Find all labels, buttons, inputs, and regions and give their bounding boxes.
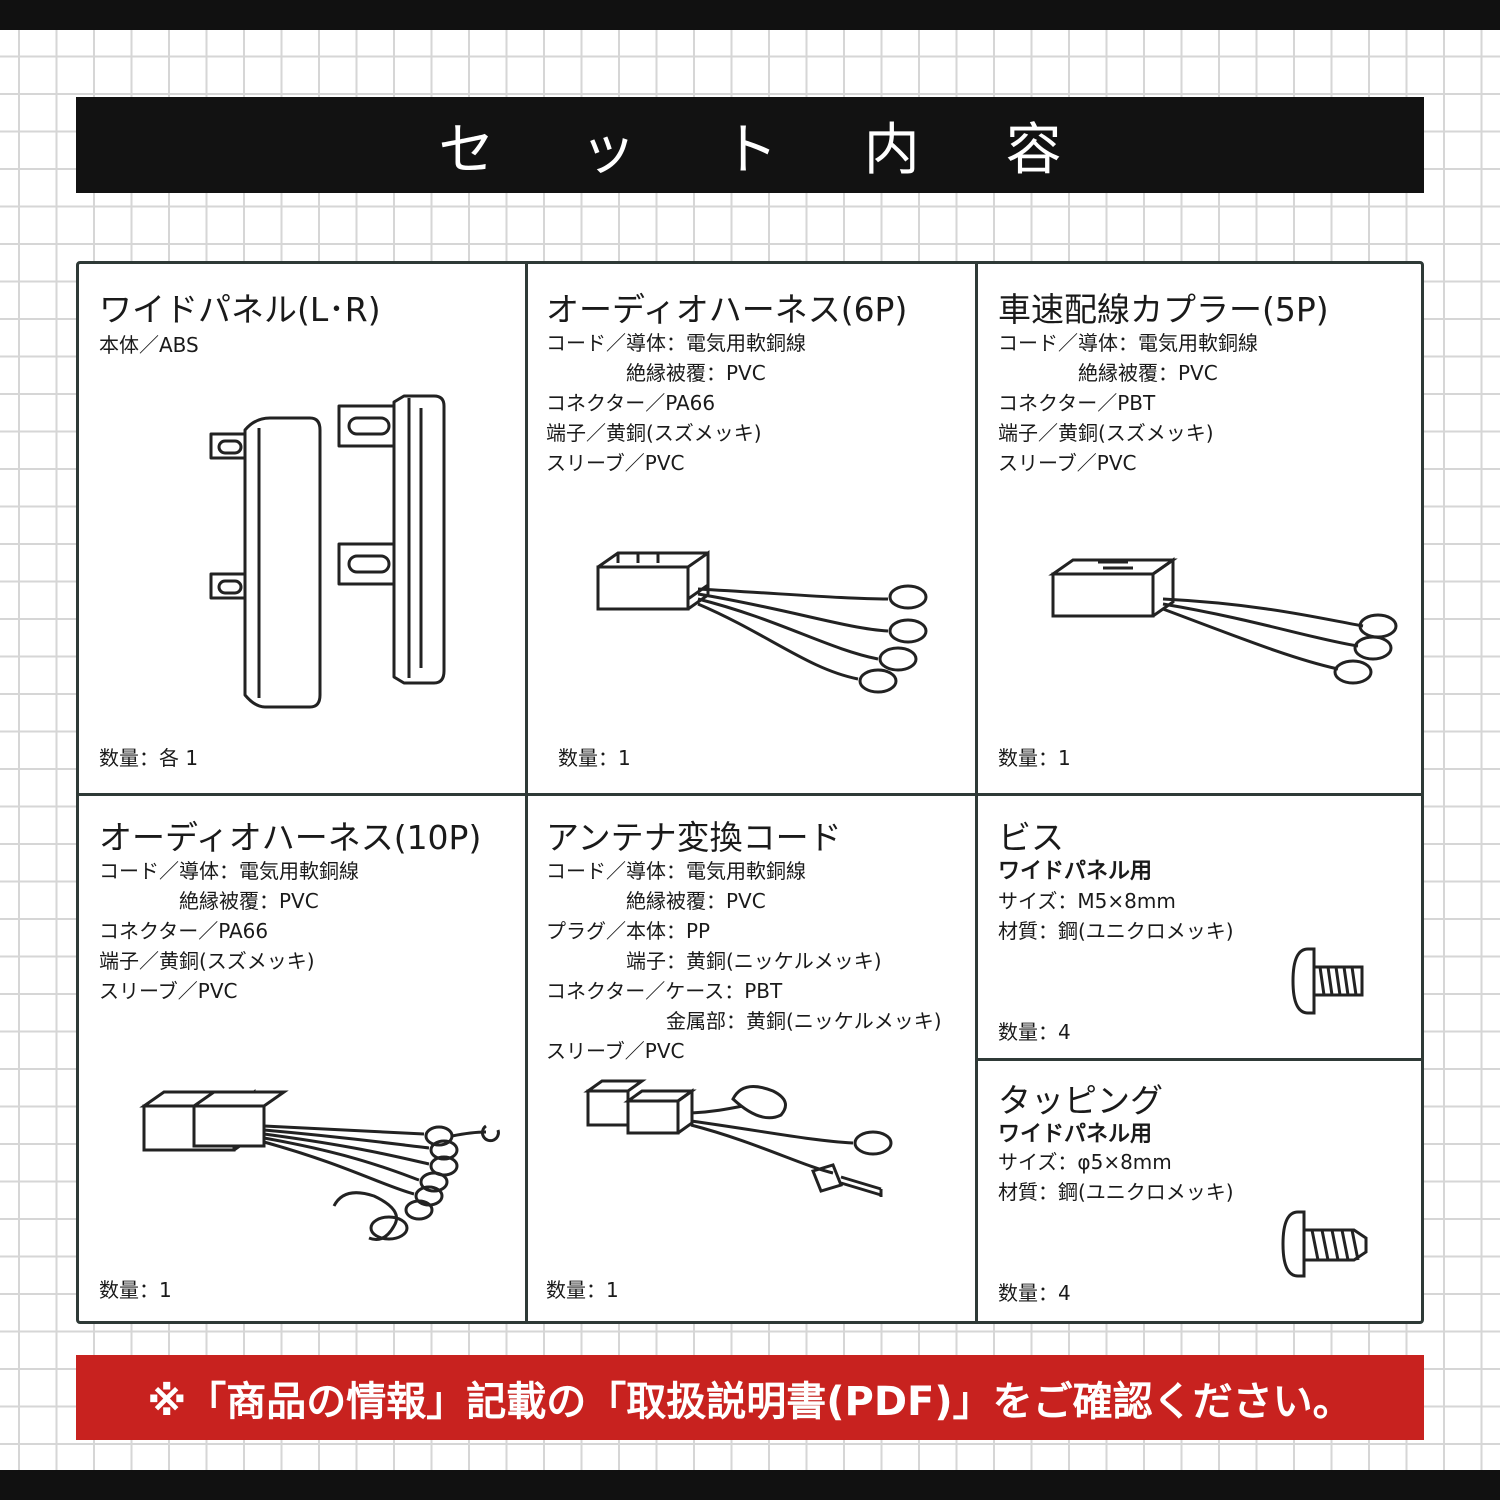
item-audio-harness-10p: オーディオハーネス(10P) コード／導体：電気用軟銅線 絶縁被覆：PVC コネ… bbox=[79, 796, 525, 1321]
item-tapping-screw: タッピング ワイドパネル用 サイズ：φ5×8mm 材質：鋼(ユニクロメッキ) 数… bbox=[978, 1061, 1421, 1321]
item-title: オーディオハーネス(6P) bbox=[546, 290, 908, 329]
item-quantity: 数量：1 bbox=[558, 746, 631, 770]
grid-divider-vertical-1 bbox=[525, 264, 528, 1321]
antenna-cord-illustration bbox=[583, 1079, 893, 1197]
item-quantity: 数量：各 1 bbox=[99, 746, 199, 770]
item-spec: プラグ／本体：PP bbox=[546, 919, 711, 943]
harness-10p-illustration bbox=[139, 1089, 500, 1241]
item-spec: コネクター／PA66 bbox=[546, 391, 716, 415]
item-quantity: 数量：1 bbox=[546, 1278, 619, 1302]
coupler-5p-illustration bbox=[1048, 557, 1398, 685]
item-wide-panel: ワイドパネル(L･R) 本体／ABS 数量：各 1 bbox=[79, 264, 525, 793]
item-quantity: 数量：4 bbox=[998, 1020, 1071, 1044]
item-spec: 金属部：黄銅(ニッケルメッキ) bbox=[666, 1009, 942, 1033]
grid-divider-vertical-2 bbox=[975, 264, 978, 1321]
item-spec: 絶縁被覆：PVC bbox=[626, 889, 766, 913]
notice-banner: ※「商品の情報」記載の「取扱説明書(PDF)」をご確認ください。 bbox=[76, 1355, 1424, 1440]
item-spec: コード／導体：電気用軟銅線 bbox=[99, 859, 359, 883]
item-spec: 端子：黄銅(ニッケルメッキ) bbox=[626, 949, 882, 973]
item-spec: コネクター／ケース：PBT bbox=[546, 979, 783, 1003]
item-speed-coupler-5p: 車速配線カプラー(5P) コード／導体：電気用軟銅線 絶縁被覆：PVC コネクタ… bbox=[978, 264, 1421, 793]
item-spec: コネクター／PA66 bbox=[99, 919, 269, 943]
item-spec: コード／導体：電気用軟銅線 bbox=[998, 331, 1258, 355]
item-title: アンテナ変換コード bbox=[546, 818, 842, 857]
item-spec: コード／導体：電気用軟銅線 bbox=[546, 331, 806, 355]
item-quantity: 数量：4 bbox=[998, 1281, 1071, 1305]
item-spec: 端子／黄銅(スズメッキ) bbox=[99, 949, 315, 973]
page-title: セ ッ ト 内 容 bbox=[438, 117, 1096, 183]
item-spec: スリーブ／PVC bbox=[99, 979, 238, 1003]
item-spec: コネクター／PBT bbox=[998, 391, 1156, 415]
contents-grid: ワイドパネル(L･R) 本体／ABS 数量：各 1 オーディオハーネス(6P) … bbox=[76, 261, 1424, 1324]
item-title: 車速配線カプラー(5P) bbox=[998, 290, 1329, 329]
item-spec: 材質：鋼(ユニクロメッキ) bbox=[998, 919, 1234, 943]
tapping-screw-illustration bbox=[1281, 1210, 1368, 1278]
item-spec: スリーブ／PVC bbox=[546, 1039, 685, 1063]
item-subtitle: ワイドパネル用 bbox=[998, 859, 1153, 884]
item-spec: スリーブ／PVC bbox=[546, 451, 685, 475]
wide-panel-illustration bbox=[209, 394, 446, 709]
item-spec: サイズ：φ5×8mm bbox=[998, 1150, 1172, 1174]
notice-text: ※「商品の情報」記載の「取扱説明書(PDF)」をご確認ください。 bbox=[147, 1378, 1353, 1425]
item-spec: 絶縁被覆：PVC bbox=[626, 361, 766, 385]
item-spec: 端子／黄銅(スズメッキ) bbox=[998, 421, 1214, 445]
bottom-border-bar bbox=[0, 1470, 1500, 1500]
harness-6p-illustration bbox=[596, 550, 928, 694]
item-subtitle: ワイドパネル用 bbox=[998, 1122, 1153, 1147]
item-title: タッピング bbox=[998, 1081, 1163, 1120]
item-title: ビス bbox=[998, 818, 1064, 857]
item-spec: 絶縁被覆：PVC bbox=[1078, 361, 1218, 385]
item-title: ワイドパネル(L･R) bbox=[99, 290, 381, 329]
item-quantity: 数量：1 bbox=[99, 1278, 172, 1302]
machine-screw-illustration bbox=[1291, 947, 1364, 1015]
page-title-bar: セ ッ ト 内 容 bbox=[76, 97, 1424, 193]
grid-divider-horizontal bbox=[79, 793, 1421, 796]
item-title: オーディオハーネス(10P) bbox=[99, 818, 482, 857]
item-quantity: 数量：1 bbox=[998, 746, 1071, 770]
item-spec: サイズ：M5×8mm bbox=[998, 889, 1176, 913]
item-spec: 材質：鋼(ユニクロメッキ) bbox=[998, 1180, 1234, 1204]
item-machine-screw: ビス ワイドパネル用 サイズ：M5×8mm 材質：鋼(ユニクロメッキ) 数量：4 bbox=[978, 796, 1421, 1058]
item-audio-harness-6p: オーディオハーネス(6P) コード／導体：電気用軟銅線 絶縁被覆：PVC コネク… bbox=[528, 264, 975, 793]
item-spec: 絶縁被覆：PVC bbox=[179, 889, 319, 913]
item-spec: 端子／黄銅(スズメッキ) bbox=[546, 421, 762, 445]
item-spec: 本体／ABS bbox=[99, 333, 199, 357]
item-spec: スリーブ／PVC bbox=[998, 451, 1137, 475]
item-antenna-cord: アンテナ変換コード コード／導体：電気用軟銅線 絶縁被覆：PVC プラグ／本体：… bbox=[528, 796, 975, 1321]
grid-divider-screws bbox=[975, 1058, 1421, 1061]
top-border-bar bbox=[0, 0, 1500, 30]
item-spec: コード／導体：電気用軟銅線 bbox=[546, 859, 806, 883]
